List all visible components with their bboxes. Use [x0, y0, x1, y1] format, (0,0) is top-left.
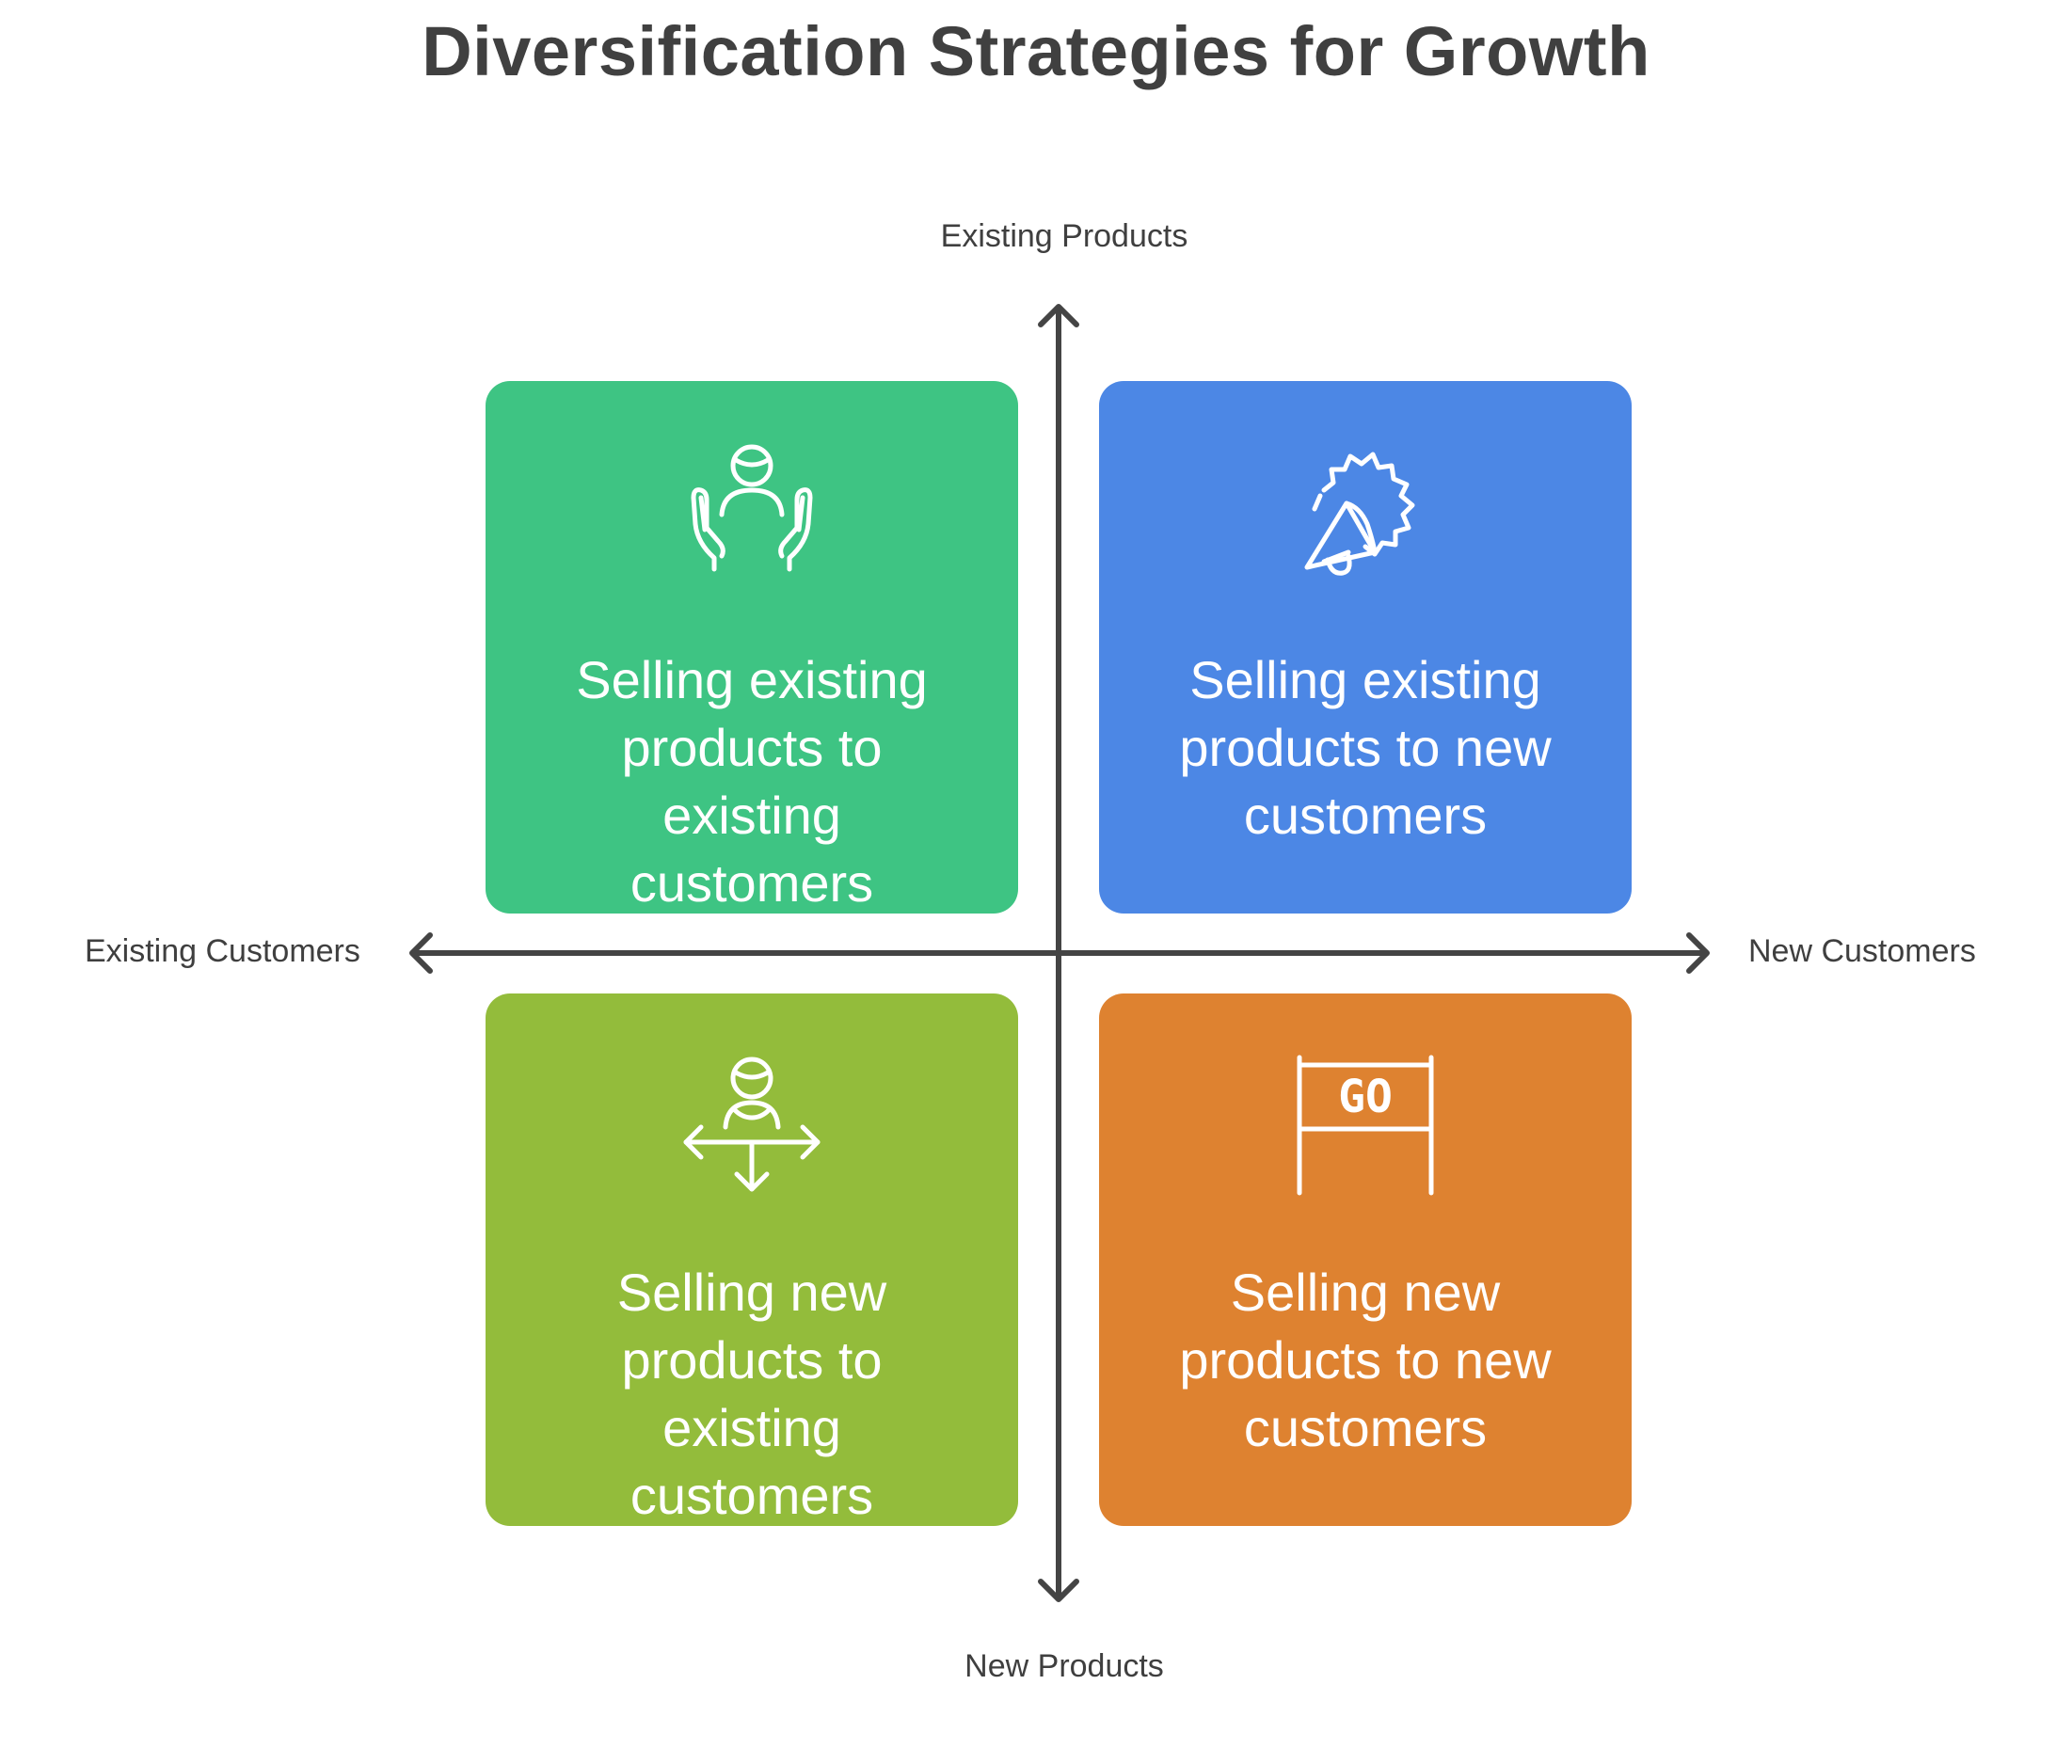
- quadrant-text-line: existing: [662, 786, 841, 845]
- arrow-right-icon: [1686, 932, 1710, 974]
- quadrant-text-line: existing: [662, 1398, 841, 1457]
- quadrant-text-line: products to new: [1179, 1330, 1552, 1390]
- quadrant-text-line: customers: [1243, 1398, 1488, 1457]
- quadrant-text: Selling new products to existing custome…: [514, 1259, 990, 1526]
- arrow-down-icon: [1038, 1579, 1079, 1602]
- arrow-left-icon: [409, 932, 433, 974]
- axis-label-existing-customers: Existing Customers: [85, 933, 360, 969]
- quadrant-text-line: customers: [1243, 786, 1488, 845]
- go-banner-icon: GO: [1099, 1050, 1632, 1200]
- axis-label-existing-products: Existing Products: [940, 218, 1188, 254]
- quadrant-text-line: products to: [621, 718, 883, 777]
- arrow-up-icon: [1038, 304, 1079, 327]
- axis-label-new-customers: New Customers: [1748, 933, 1976, 969]
- quadrant-text-line: customers: [630, 1466, 874, 1525]
- quadrant-text-line: customers: [630, 853, 874, 913]
- quadrant-text: Selling existing products to existing cu…: [514, 646, 990, 914]
- quadrant-existing-products-new-customers: Selling existing products to new custome…: [1099, 381, 1632, 914]
- quadrant-text-line: Selling existing: [1189, 650, 1541, 709]
- quadrant-new-products-new-customers: GO Selling new products to new customers: [1099, 993, 1632, 1526]
- quadrant-existing-products-existing-customers: Selling existing products to existing cu…: [486, 381, 1018, 914]
- quadrant-text-line: products to: [621, 1330, 883, 1390]
- quadrant-text: Selling existing products to new custome…: [1127, 646, 1603, 850]
- quadrant-text: Selling new products to new customers: [1127, 1259, 1603, 1462]
- person-hands-icon: [486, 437, 1018, 588]
- quadrant-text-line: products to new: [1179, 718, 1552, 777]
- page-title: Diversification Strategies for Growth: [422, 12, 1650, 90]
- quadrant-text-line: Selling new: [616, 1263, 887, 1322]
- go-banner-text: GO: [1338, 1071, 1393, 1123]
- quadrant-text-line: Selling existing: [576, 650, 928, 709]
- megaphone-badge-icon: [1099, 437, 1632, 588]
- axis-label-new-products: New Products: [964, 1648, 1164, 1684]
- quadrant-text-line: Selling new: [1230, 1263, 1501, 1322]
- quadrant-new-products-existing-customers: Selling new products to existing custome…: [486, 993, 1018, 1526]
- person-directions-icon: [486, 1050, 1018, 1200]
